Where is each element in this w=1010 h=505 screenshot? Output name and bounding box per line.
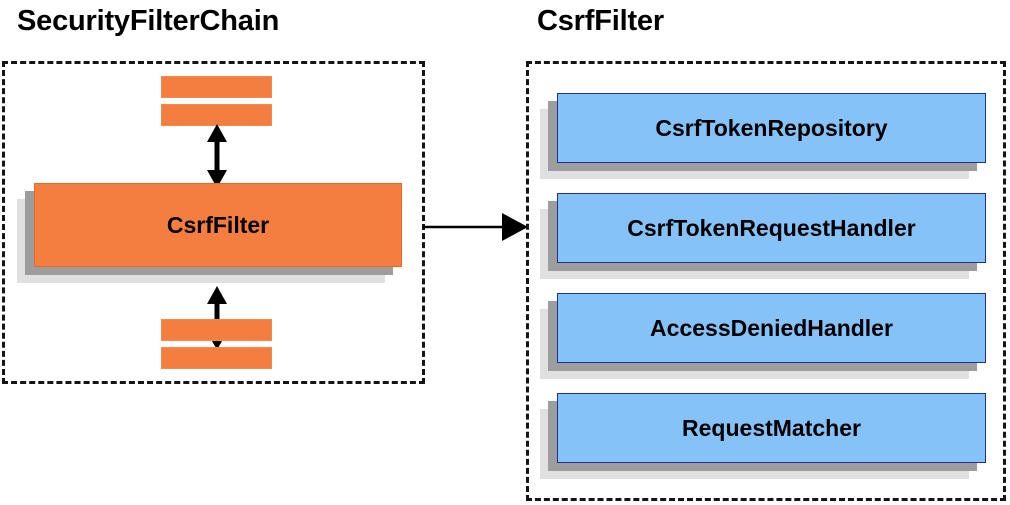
node-collaborator-1-face[interactable]: CsrfTokenRepository xyxy=(557,93,986,163)
node-collaborator-3-label: AccessDeniedHandler xyxy=(650,314,893,341)
node-collaborator-4-face[interactable]: RequestMatcher xyxy=(557,393,986,463)
filter-bar-above-2 xyxy=(161,104,272,126)
node-collaborator-1[interactable]: CsrfTokenRepository xyxy=(540,93,986,179)
page-title-csrffilter: CsrfFilter xyxy=(537,5,664,37)
node-collaborator-4-label: RequestMatcher xyxy=(682,414,861,441)
node-collaborator-3-face[interactable]: AccessDeniedHandler xyxy=(557,293,986,363)
node-csrffilter-label: CsrfFilter xyxy=(166,211,270,238)
filter-bar-above-1 xyxy=(161,76,272,98)
node-collaborator-4[interactable]: RequestMatcher xyxy=(540,393,986,479)
filter-bar-below-1 xyxy=(161,319,272,341)
node-csrffilter-face[interactable]: CsrfFilter xyxy=(34,183,402,267)
node-collaborator-2-label: CsrfTokenRequestHandler xyxy=(627,214,916,241)
page-title-securityfilterchain: SecurityFilterChain xyxy=(17,5,280,37)
node-csrffilter[interactable]: CsrfFilter xyxy=(17,183,402,283)
group-box-securityfilterchain xyxy=(2,61,425,384)
node-collaborator-3[interactable]: AccessDeniedHandler xyxy=(540,293,986,379)
double-arrow-above-icon xyxy=(207,124,227,188)
expands-into-arrow-icon xyxy=(423,213,528,241)
node-collaborator-2[interactable]: CsrfTokenRequestHandler xyxy=(540,193,986,279)
node-collaborator-2-face[interactable]: CsrfTokenRequestHandler xyxy=(557,193,986,263)
filter-bar-below-2 xyxy=(161,347,272,369)
group-box-csrffilter xyxy=(526,61,1006,501)
node-collaborator-1-label: CsrfTokenRepository xyxy=(655,114,888,141)
